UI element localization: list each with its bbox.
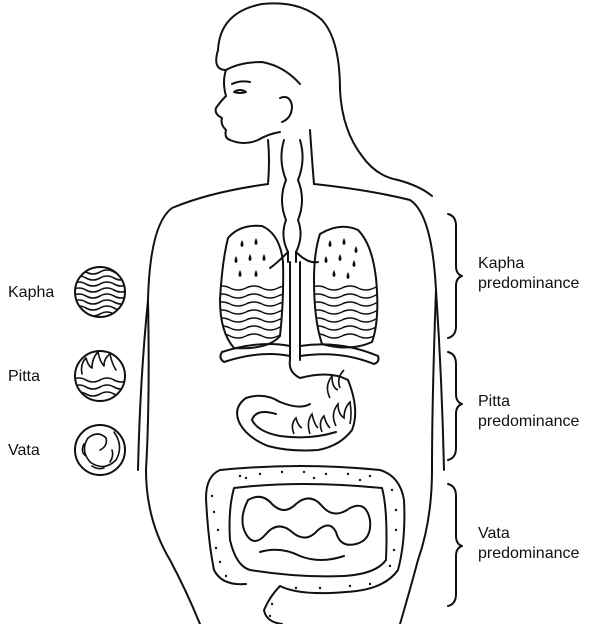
zone-vata-line2: predominance [478, 544, 579, 564]
pitta-flames [292, 370, 351, 434]
body-outline-left [146, 184, 268, 624]
bracket-vata [448, 484, 462, 606]
eyebrow [232, 81, 250, 84]
small-intestine [242, 497, 370, 560]
zone-pitta-line1: Pitta [478, 392, 579, 412]
legend-vata-label: Vata [8, 441, 40, 461]
hair-outline [218, 3, 432, 196]
zone-pitta-label: Pitta predominance [478, 392, 579, 432]
arm-right [436, 290, 444, 470]
zone-vata-label: Vata predominance [478, 524, 579, 564]
legend-kapha-label: Kapha [8, 283, 54, 303]
esophagus [290, 262, 300, 360]
neck-left [268, 140, 269, 184]
bracket-kapha [448, 214, 462, 338]
legend-pitta-label: Pitta [8, 367, 40, 387]
zone-kapha-line2: predominance [478, 274, 579, 294]
large-intestine [206, 466, 404, 624]
trachea [281, 140, 302, 252]
vata-stipple [211, 471, 397, 617]
zone-kapha-line1: Kapha [478, 254, 579, 274]
ear [280, 97, 292, 122]
zone-vata-line1: Vata [478, 524, 579, 544]
zone-kapha-label: Kapha predominance [478, 254, 579, 294]
zone-pitta-line2: predominance [478, 412, 579, 432]
hair-front [216, 50, 300, 84]
bronchi [270, 252, 318, 268]
neck-right [310, 130, 314, 184]
eye [234, 90, 246, 93]
bracket-pitta [448, 352, 462, 460]
